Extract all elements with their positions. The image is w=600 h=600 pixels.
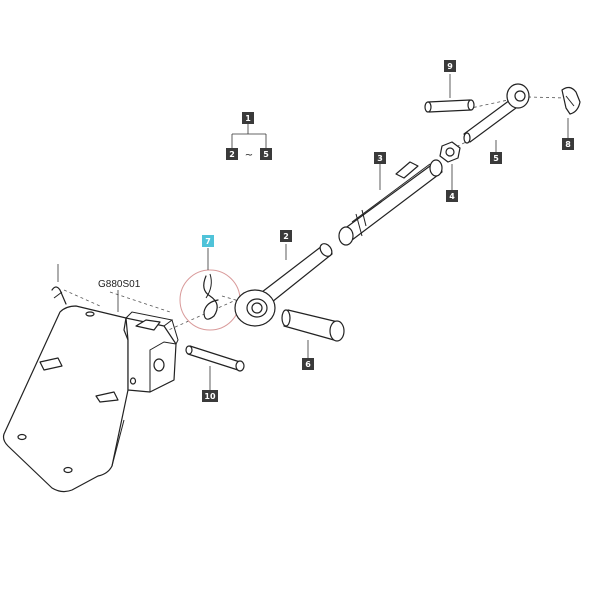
svg-text:4: 4 [449,192,455,201]
part-2-rod-end [234,243,333,327]
svg-text:10: 10 [204,392,216,401]
part-6-large-pin [281,309,345,342]
svg-text:5: 5 [493,154,499,163]
assembly-axis-lines [63,96,567,333]
callout-leaders [207,74,569,390]
callout-1: 1 [242,112,254,124]
callout-2: 2 [280,230,292,242]
highlight-circle [179,269,241,331]
part-8-lynch-pin [561,86,581,115]
svg-text:2: 2 [283,232,289,241]
mounting-bracket [2,305,179,493]
svg-text:5: 5 [263,150,269,159]
svg-text:6: 6 [305,360,311,369]
svg-text:7: 7 [205,237,211,246]
svg-text:8: 8 [565,140,571,149]
part-10-clevis-pin [185,345,245,372]
part-4-hex-nut [439,141,461,163]
callout-5: 5 [490,152,502,164]
callout-3: 3 [374,152,386,164]
svg-text:1: 1 [245,114,251,123]
callout-9: 9 [444,60,456,72]
svg-text:3: 3 [377,154,383,163]
callout-7-highlighted: 7 [202,235,214,247]
part-3-tube [338,159,443,246]
part-5-rod-end [463,83,530,144]
callout-10: 10 [202,390,218,402]
drawing-code-label: G880S01 [98,279,141,290]
callout-range-start: 2 [226,148,238,160]
bracket-hitch-pin [51,264,67,305]
callout-range-end: 5 [260,148,272,160]
part-7-r-clip [203,273,219,320]
part-9-clevis-pin [424,99,475,113]
callout-6: 6 [302,358,314,370]
callout-4: 4 [446,190,458,202]
svg-text:9: 9 [447,62,453,71]
svg-text:2: 2 [229,150,235,159]
callout-8: 8 [562,138,574,150]
range-separator: ~ [245,150,253,161]
